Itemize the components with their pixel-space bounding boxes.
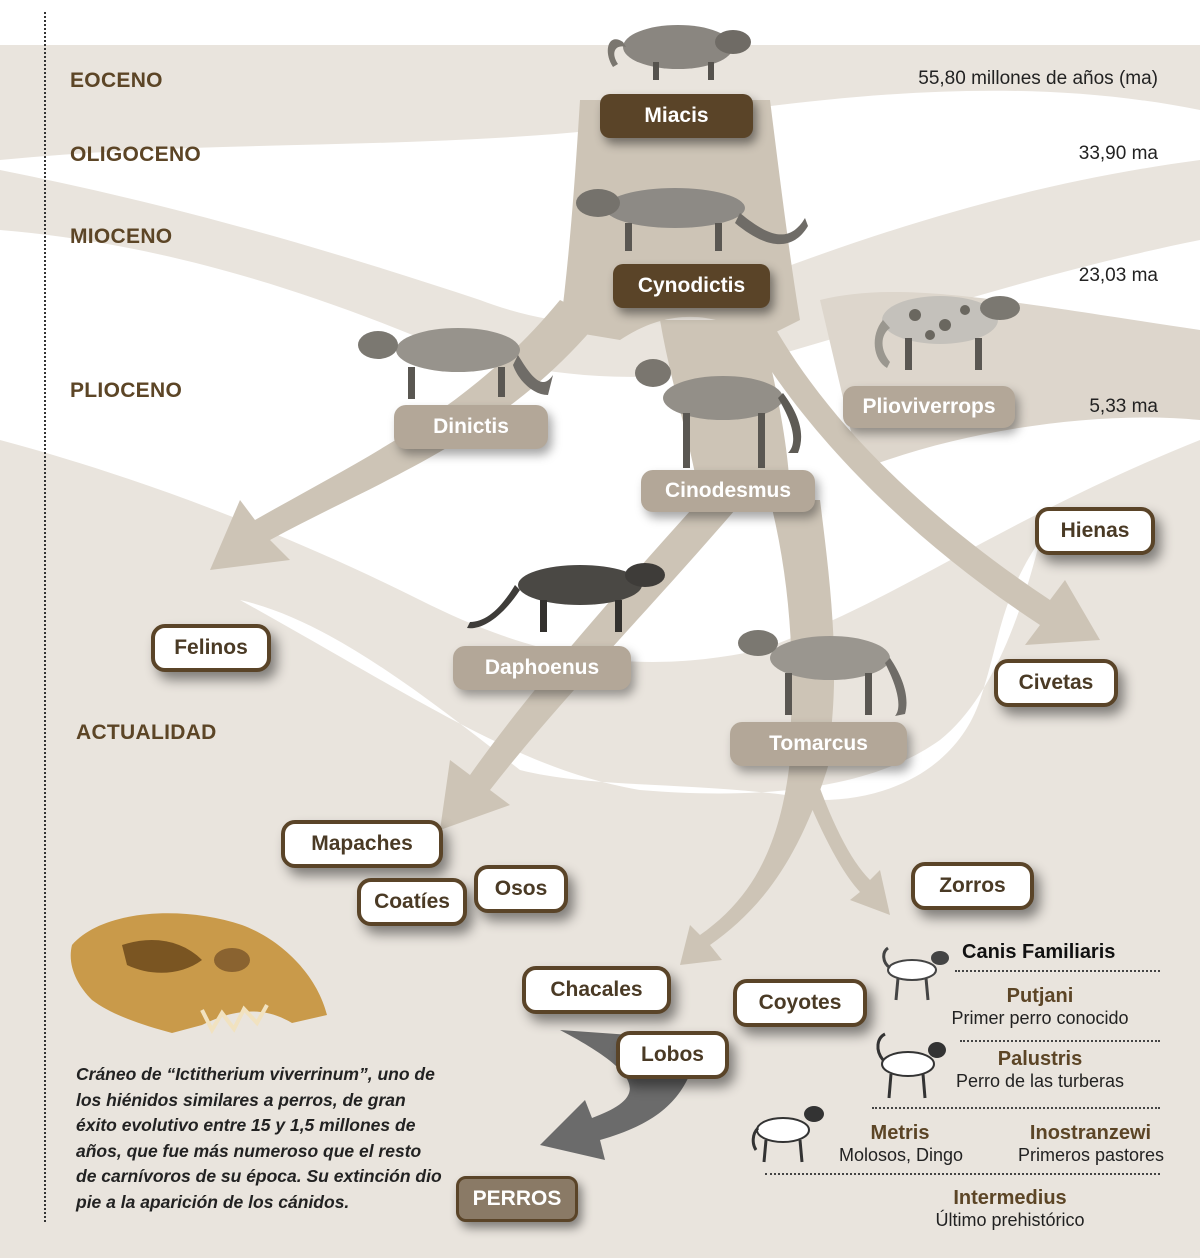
label-zorros: Zorros [911, 862, 1034, 910]
label-dinictis: Dinictis [394, 405, 548, 449]
label-chacales: Chacales [522, 966, 671, 1014]
ma-eoceno: 55,80 millones de años (ma) [918, 68, 1158, 89]
divider [872, 1107, 1160, 1109]
branch-chacales [680, 760, 830, 965]
breed-canis-familiaris: Canis Familiaris [962, 941, 1116, 963]
label-mapaches: Mapaches [281, 820, 443, 868]
ma-oligoceno: 33,90 ma [1078, 143, 1158, 164]
label-daphoenus: Daphoenus [453, 646, 631, 690]
label-lobos: Lobos [616, 1031, 729, 1079]
era-actualidad: ACTUALIDAD [76, 721, 217, 744]
ma-mioceno: 23,03 ma [1078, 265, 1158, 286]
skull-caption: Cráneo de “Ictitherium viverrinum”, uno … [76, 1064, 442, 1212]
breed-putjani-name: Putjani [1006, 985, 1074, 1007]
dog-canis-illustration [882, 946, 949, 1001]
label-coyotes: Coyotes [733, 979, 867, 1027]
branch-zorros [800, 760, 890, 915]
breed-inostranzewi-desc: Primeros pastores [1017, 1145, 1165, 1165]
dog-metris-illustration [751, 1106, 824, 1163]
breed-palustris-desc: Perro de las turberas [955, 1071, 1125, 1091]
daphoenus-illustration [467, 563, 665, 632]
label-cynodictis: Cynodictis [613, 264, 770, 308]
divider [960, 1040, 1160, 1042]
tomarcus-illustration [738, 630, 907, 716]
cynodictis-illustration [576, 188, 808, 251]
label-cinodesmus: Cinodesmus [641, 470, 815, 512]
era-mioceno: MIOCENO [70, 225, 173, 248]
cinodesmus-illustration [635, 359, 802, 468]
era-oligoceno: OLIGOCENO [70, 143, 202, 166]
label-osos: Osos [474, 865, 568, 913]
era-eoceno: EOCENO [70, 69, 163, 92]
label-coaties: Coatíes [357, 878, 467, 926]
miacis-illustration [607, 25, 751, 80]
skull-image [70, 913, 328, 1035]
branch-civetas [740, 300, 1100, 645]
breed-putjani-desc: Primer perro conocido [951, 1008, 1129, 1028]
dinictis-illustration [358, 328, 553, 399]
label-perros: PERROS [456, 1176, 578, 1222]
dog-palustris-illustration [876, 1032, 946, 1099]
breed-intermedius-name: Intermedius [953, 1187, 1067, 1209]
breed-intermedius-desc: Último prehistórico [935, 1210, 1085, 1230]
breed-metris-name: Metris [870, 1122, 930, 1144]
divider [765, 1173, 1160, 1175]
ma-plioceno: 5,33 ma [1089, 396, 1158, 417]
label-plioviverrops: Plioviverrops [843, 386, 1015, 428]
label-hienas: Hienas [1035, 507, 1155, 555]
timeline-line [44, 12, 46, 1222]
label-felinos: Felinos [151, 624, 271, 672]
label-miacis: Miacis [600, 94, 753, 138]
breed-inostranzewi-name: Inostranzewi [1029, 1122, 1152, 1144]
breed-palustris-name: Palustris [997, 1048, 1083, 1070]
branch-tomarcus [770, 500, 835, 740]
era-plioceno: PLIOCENO [70, 379, 183, 402]
divider [955, 970, 1160, 972]
label-tomarcus: Tomarcus [730, 722, 907, 766]
label-civetas: Civetas [994, 659, 1118, 707]
plioviverrops-illustration [874, 296, 1020, 370]
breed-metris-desc: Molosos, Dingo [838, 1145, 964, 1165]
